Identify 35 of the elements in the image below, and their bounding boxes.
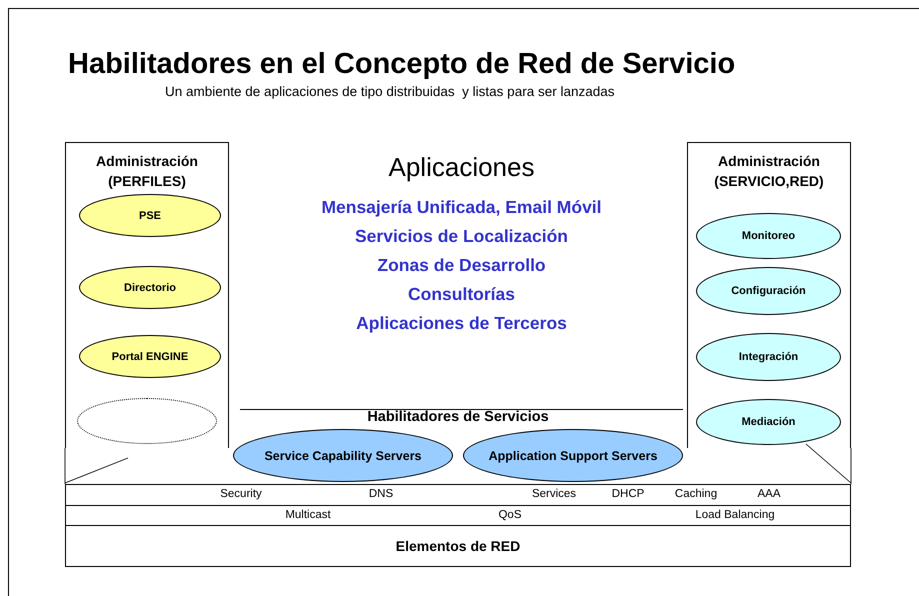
network-function: Caching — [674, 488, 718, 500]
network-elements-box — [65, 525, 851, 567]
network-function: AAA — [758, 488, 780, 500]
section-heading: Aplicaciones — [388, 152, 536, 183]
admin-panel — [65, 142, 229, 448]
node-label: Portal ENGINE — [112, 350, 188, 362]
node-label: Integración — [738, 351, 798, 363]
application-item: Consultorías — [407, 284, 516, 305]
network-function: Security — [220, 488, 262, 500]
network-function: QoS — [498, 509, 522, 521]
application-item: Mensajería Unificada, Email Móvil — [320, 197, 603, 218]
layer-title: Elementos de RED — [394, 538, 522, 554]
node-label: PSE — [138, 210, 161, 222]
network-function: DHCP — [612, 488, 644, 500]
node-label: Mediación — [742, 416, 796, 428]
diagram-title: Habilitadores en el Concepto de Red de Servicio — [68, 48, 736, 81]
node-label: Configuración — [731, 285, 806, 297]
application-item: Aplicaciones de Terceros — [355, 313, 568, 334]
node-label: Service Capability Servers — [264, 448, 422, 462]
network-function: Multicast — [285, 509, 331, 521]
network-row — [65, 505, 851, 525]
application-item: Servicios de Localización — [354, 226, 569, 247]
application-item: Zonas de Desarrollo — [376, 255, 547, 276]
subtitle: Un ambiente de aplicaciones de tipo distribuidas y listas para ser lanzadas — [165, 84, 615, 99]
panel-heading: Administración (SERVICIO,RED) — [713, 152, 825, 191]
network-row — [65, 484, 851, 505]
network-function: DNS — [368, 488, 394, 500]
network-function: Services — [532, 488, 576, 500]
panel-heading: Administración (PERFILES) — [95, 152, 199, 191]
node-label: Monitoreo — [742, 230, 796, 242]
band-heading: Habilitadores de Servicios — [366, 409, 550, 425]
network-function: Load Balancing — [695, 509, 775, 521]
node-label: Directorio — [124, 282, 176, 294]
node-label: Application Support Servers — [488, 448, 658, 462]
admin-panel — [687, 142, 851, 448]
